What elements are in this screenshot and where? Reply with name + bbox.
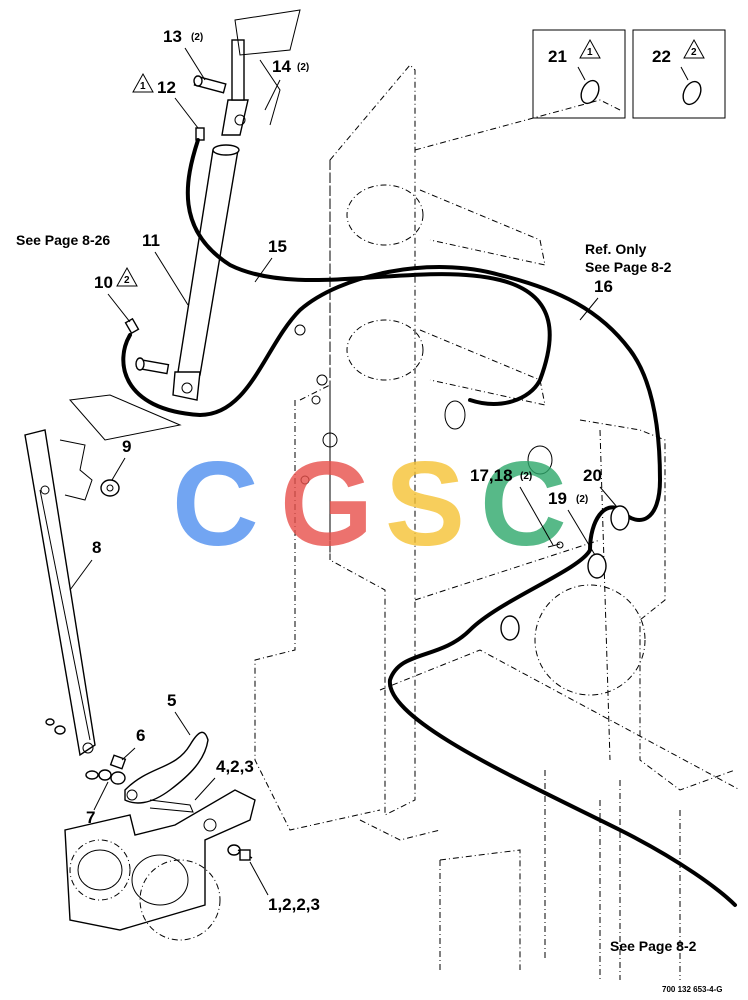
- leader-13: [184, 47, 206, 81]
- callout-11: 11: [142, 231, 160, 250]
- triangle-note-10: 2: [124, 275, 130, 286]
- callout-12: 12: [157, 78, 176, 97]
- callout-4-2-3: 4,2,3: [216, 757, 254, 776]
- leader-6: [121, 747, 136, 761]
- oring-box-22: 22 2: [632, 29, 726, 119]
- callout-6: 6: [136, 726, 145, 745]
- watermark-letter-g: G: [280, 437, 373, 571]
- note-see-page-8-26: See Page 8-26: [16, 232, 110, 248]
- mount-plate: [64, 789, 256, 931]
- pin-part-13: [193, 75, 227, 94]
- callout-16: 16: [594, 277, 613, 296]
- hoses: [121, 138, 737, 907]
- note-see-page-8-2-bottom: See Page 8-2: [610, 938, 697, 954]
- leader-10: [107, 293, 131, 323]
- qty-13: (2): [191, 32, 203, 43]
- triangle-note-21: 1: [587, 47, 593, 58]
- triangle-note-12: 1: [140, 81, 146, 92]
- oring-box-21: 21 1: [532, 29, 626, 119]
- callout-20: 20: [583, 466, 602, 485]
- callout-13: 13: [163, 27, 182, 46]
- callout-7: 7: [86, 808, 95, 827]
- triangle-note-22: 2: [691, 47, 697, 58]
- leader-1: [249, 861, 269, 896]
- callout-19: 19: [548, 489, 567, 508]
- qty-14: (2): [297, 62, 309, 73]
- callout-14: 14: [272, 57, 291, 76]
- link-part-5: [124, 731, 209, 813]
- leader-16: [579, 297, 599, 321]
- frame-outline: [69, 64, 741, 980]
- watermark-letter-c1: C: [172, 437, 259, 571]
- watermark-letter-c2: C: [480, 437, 567, 571]
- callout-17-18: 17,18: [470, 466, 513, 485]
- leader-17-18: [519, 486, 554, 546]
- leader-20: [599, 486, 618, 508]
- watermark-letter-s: S: [385, 437, 465, 571]
- leader-15: [254, 257, 273, 283]
- note-see-page-8-2-top: See Page 8-2: [585, 259, 672, 275]
- grommets: [500, 505, 630, 641]
- callout-10: 10: [94, 273, 113, 292]
- document-number: 700 132 653-4-G: [662, 985, 723, 994]
- cylinder-bracket-plate: [69, 394, 182, 441]
- leader-9: [111, 457, 126, 481]
- callout-1-2-2-3: 1,2,2,3: [268, 895, 320, 914]
- leader-5: [174, 711, 191, 736]
- leader-4: [194, 777, 216, 801]
- leader-19: [567, 509, 596, 556]
- note-ref-only: Ref. Only: [585, 241, 647, 257]
- leader-7: [93, 781, 109, 811]
- watermark: C G S C: [172, 437, 567, 571]
- callout-9: 9: [122, 437, 131, 456]
- arm-part-8: [24, 429, 96, 757]
- cylinder-part-11: [172, 9, 301, 401]
- lower-pin: [135, 357, 170, 375]
- leader-11: [154, 251, 189, 306]
- triangle-10: [116, 266, 138, 287]
- callout-8: 8: [92, 538, 101, 557]
- qty-19: (2): [576, 494, 588, 505]
- leader-14: [264, 79, 281, 111]
- qty-17-18: (2): [520, 471, 532, 482]
- leader-12: [174, 97, 199, 129]
- callout-22: 22: [652, 47, 671, 66]
- bolt-1: [227, 844, 253, 861]
- callout-15: 15: [268, 237, 287, 256]
- callout-5: 5: [167, 691, 176, 710]
- callout-21: 21: [548, 47, 567, 66]
- leader-8: [69, 559, 93, 591]
- fittings: [124, 127, 205, 335]
- triangle-12: [132, 72, 154, 93]
- hardware-parts-6-7: [45, 479, 127, 785]
